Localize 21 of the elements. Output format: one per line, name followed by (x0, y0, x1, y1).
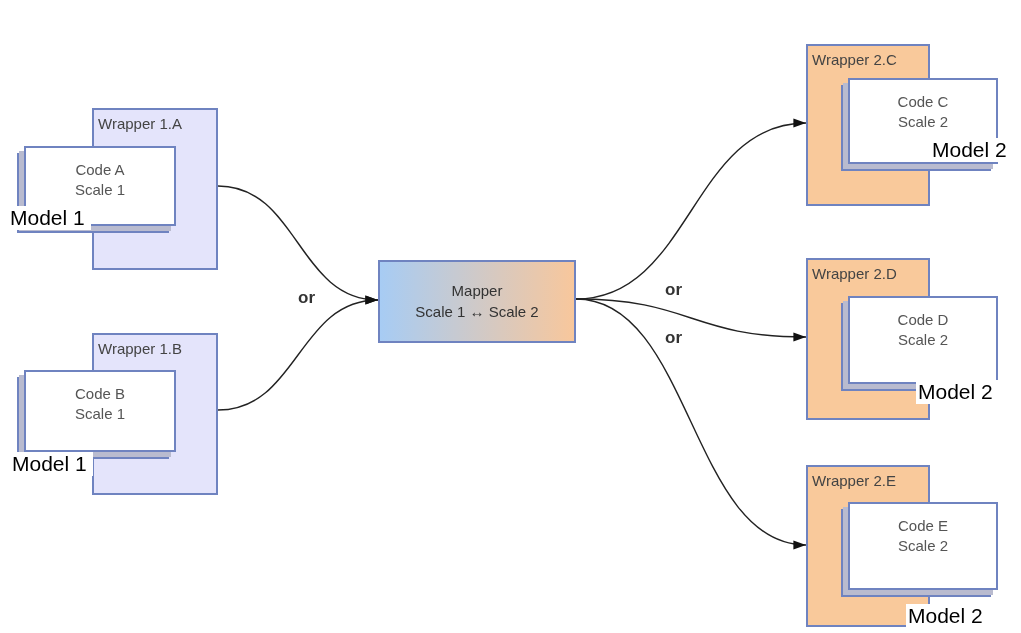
mapper-label: Mapper (451, 281, 503, 302)
wrapper-label: Wrapper 1.A (98, 115, 182, 132)
wrapper-label: Wrapper 2.C (812, 51, 897, 68)
arrow (217, 297, 379, 411)
mapper-label: Scale 1 ↔ Scale 2 (415, 301, 539, 322)
code-label: Code E Scale 2 (896, 516, 949, 557)
code-label: Code D Scale 2 (896, 310, 950, 351)
wrapper-label: Wrapper 2.D (812, 265, 897, 282)
or-note: or (665, 328, 682, 348)
code-label: Code B Scale 1 (73, 384, 126, 425)
code-label: Code A Scale 1 (73, 160, 126, 201)
model-label: Model 1 (8, 206, 91, 230)
mapper-box (378, 260, 576, 343)
or-note: or (298, 288, 315, 308)
model-label: Model 2 (916, 380, 999, 404)
wrapper-label: Wrapper 1.B (98, 340, 182, 357)
arrow (575, 298, 807, 548)
or-note: or (665, 280, 682, 300)
wrapper-label: Wrapper 2.E (812, 472, 896, 489)
model-label: Model 1 (10, 452, 93, 476)
code-label: Code C Scale 2 (896, 92, 950, 133)
